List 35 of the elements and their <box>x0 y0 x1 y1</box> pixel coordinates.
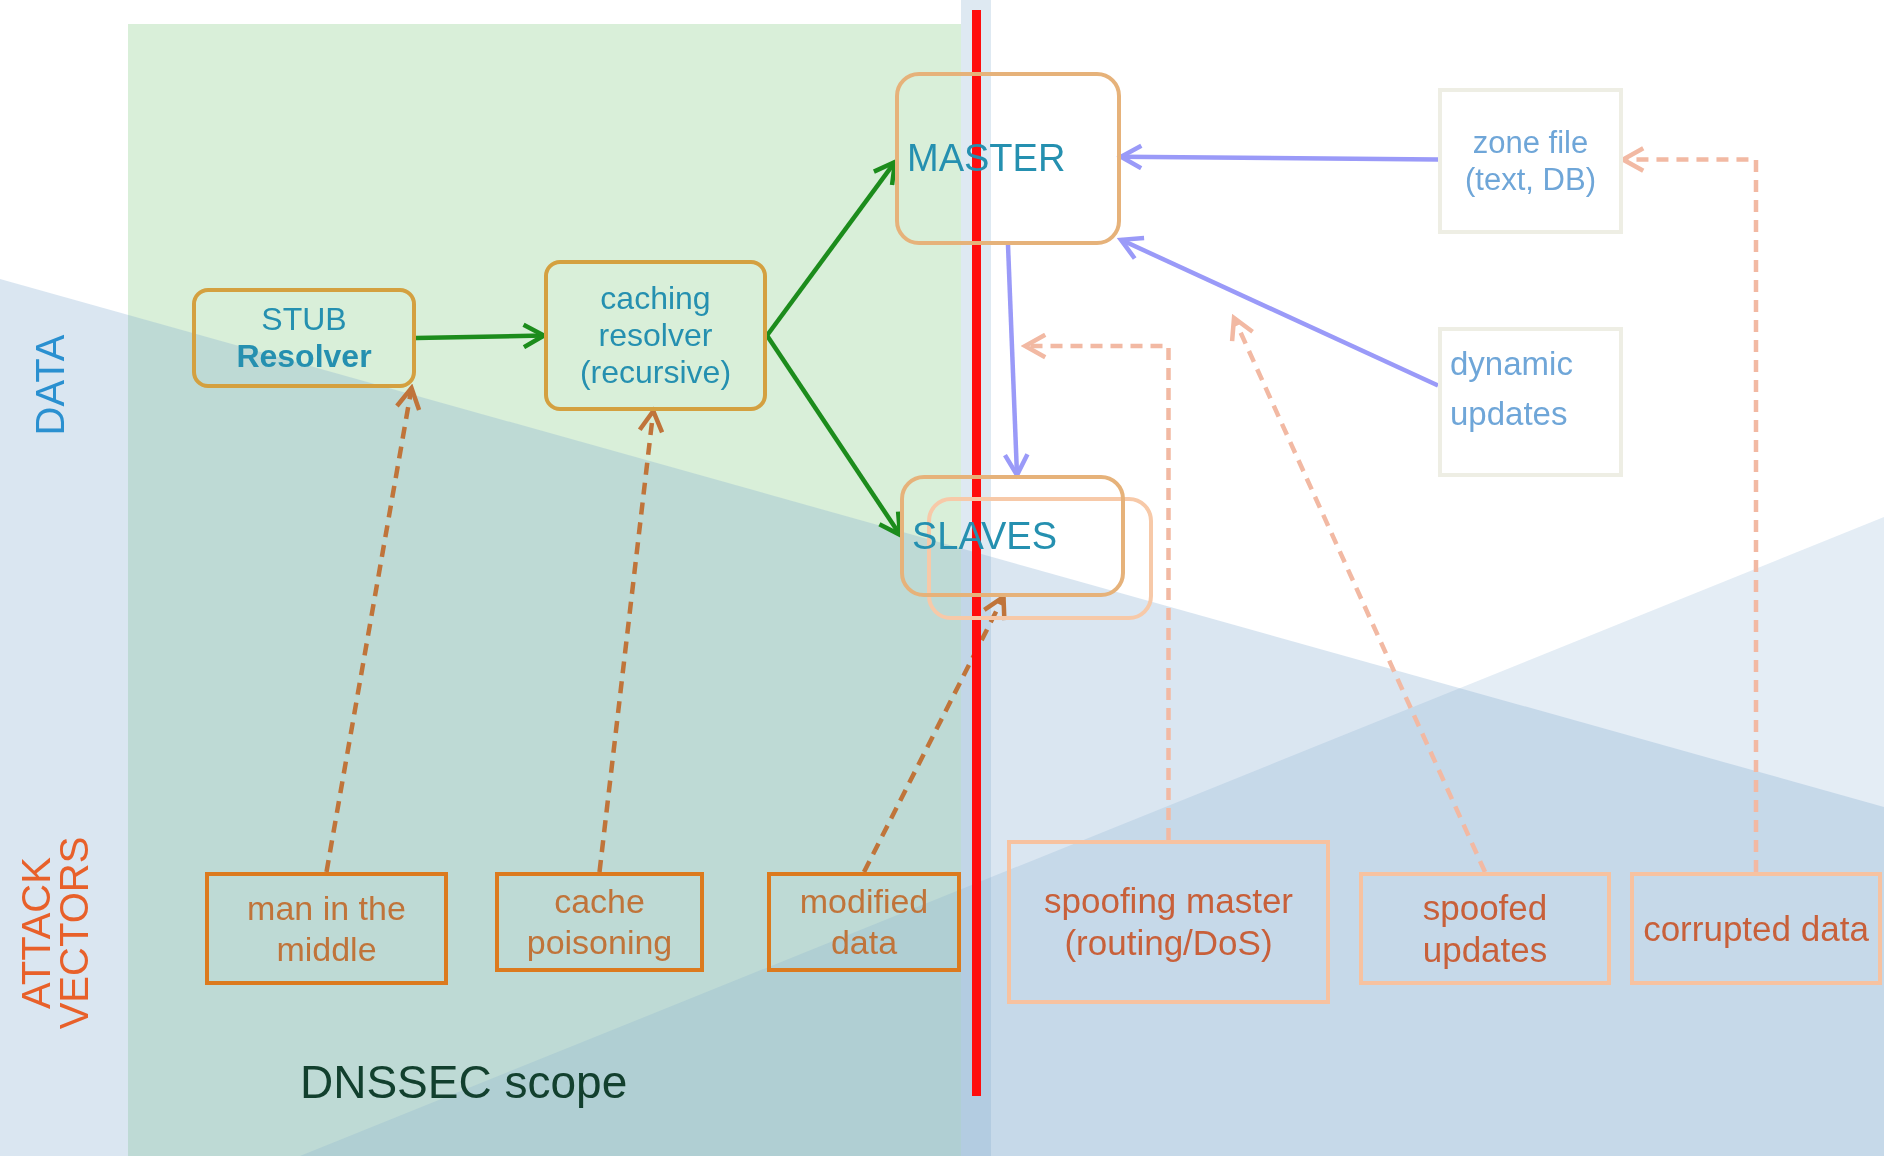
arrow <box>1620 146 1759 872</box>
attack-box <box>495 872 704 972</box>
arrow <box>597 408 665 873</box>
arrow <box>324 385 422 873</box>
node-label: dynamic updates <box>1450 344 1574 434</box>
arrow <box>765 334 903 538</box>
node-label: corrupted data <box>1643 907 1869 950</box>
node-label: modified data <box>798 881 930 963</box>
source-box <box>1438 327 1623 477</box>
node-label: spoofed updates <box>1421 886 1549 971</box>
arrow <box>1002 244 1030 478</box>
vertical-axis-label: ATTACK VECTORS <box>17 835 93 1032</box>
node-label: spoofing master (routing/DoS) <box>1043 880 1294 964</box>
arrow <box>1022 332 1171 840</box>
resolver-box <box>192 288 416 388</box>
node-label: caching resolver (recursive) <box>578 280 733 391</box>
node-label: man in the middle <box>246 887 407 970</box>
arrow <box>1118 235 1439 388</box>
source-box <box>1438 88 1623 234</box>
arrow <box>765 159 898 337</box>
node-label: cache poisoning <box>525 881 674 963</box>
scope-label: DNSSEC scope <box>300 1055 628 1110</box>
arrow <box>415 322 547 350</box>
attack-box <box>1359 872 1611 985</box>
attack-box <box>1007 840 1330 1004</box>
node-label: zone file (text, DB) <box>1464 123 1597 199</box>
arrow <box>862 594 1007 874</box>
vertical-axis-label: DATA <box>27 333 73 438</box>
attack-box <box>205 872 448 985</box>
attack-box <box>767 872 961 972</box>
attack-box <box>1630 872 1882 985</box>
resolver-box <box>544 260 767 411</box>
arrow <box>1118 143 1439 171</box>
arrow <box>1229 315 1488 873</box>
node-label: STUB Resolver <box>235 301 373 375</box>
